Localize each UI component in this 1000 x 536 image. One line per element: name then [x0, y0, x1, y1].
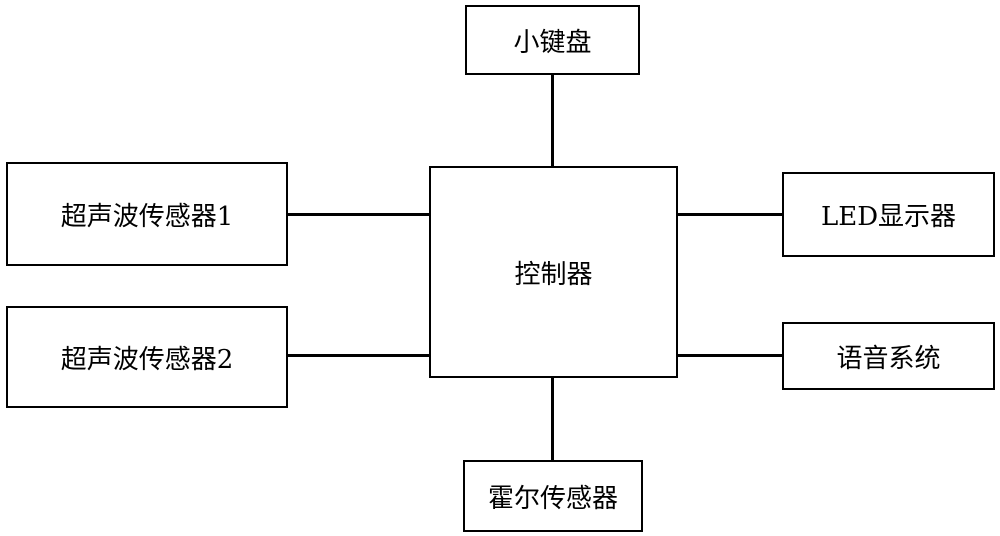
connector-ultrasonic-2-controller [288, 354, 429, 357]
node-controller: 控制器 [429, 166, 678, 378]
node-hall-sensor: 霍尔传感器 [463, 460, 643, 532]
node-led-display: LED显示器 [782, 172, 995, 257]
node-ultrasonic-sensor-2: 超声波传感器2 [6, 306, 288, 408]
node-label: 控制器 [514, 259, 593, 290]
connector-controller-hall-sensor [551, 378, 554, 460]
node-label: 超声波传感器2 [60, 344, 234, 375]
node-ultrasonic-sensor-1: 超声波传感器1 [6, 162, 288, 266]
node-label: 霍尔传感器 [487, 483, 618, 514]
node-voice-system: 语音系统 [782, 322, 995, 390]
node-label: 语音系统 [836, 343, 941, 374]
connector-ultrasonic-1-controller [288, 213, 429, 216]
connector-controller-led-display [678, 213, 782, 216]
connector-keypad-controller [551, 75, 554, 166]
connector-controller-voice-system [678, 354, 782, 357]
node-label: LED显示器 [820, 202, 957, 232]
node-keypad: 小键盘 [465, 5, 640, 75]
node-label: 超声波传感器1 [60, 201, 234, 232]
node-label: 小键盘 [513, 27, 592, 58]
